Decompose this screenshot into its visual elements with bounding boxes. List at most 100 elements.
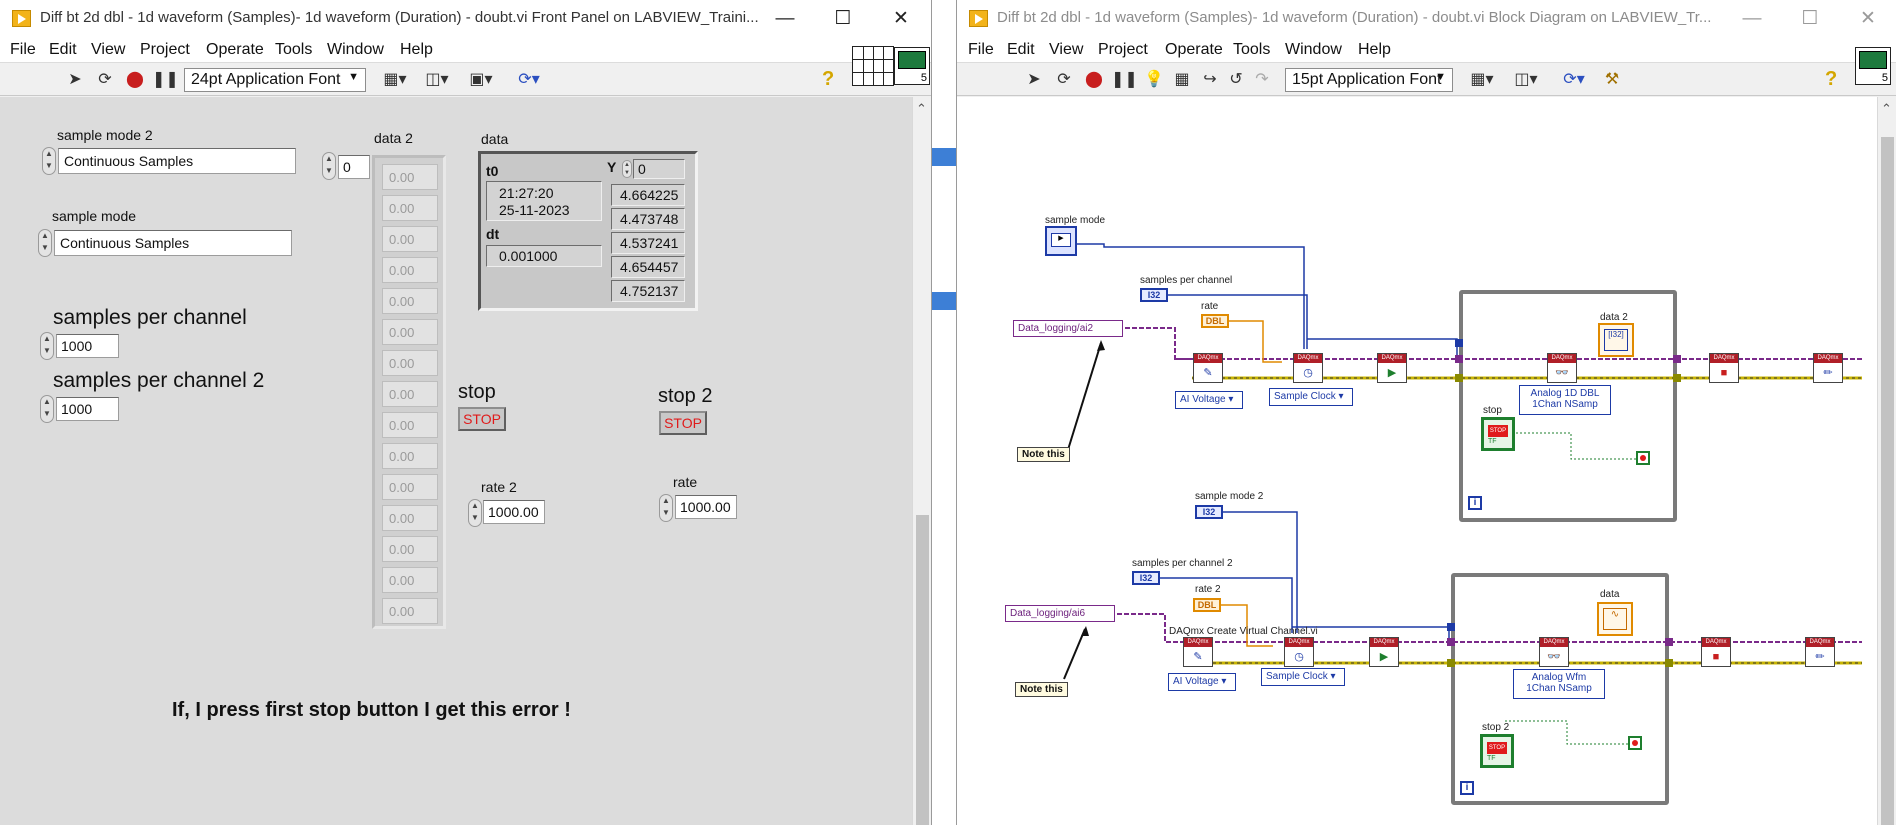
- maximize-button[interactable]: ☐: [834, 8, 852, 29]
- scroll-thumb[interactable]: [916, 515, 929, 825]
- block-diagram-vertical-scrollbar[interactable]: ⌃: [1877, 97, 1896, 825]
- font-selector[interactable]: 15pt Application Font ▼: [1285, 68, 1453, 92]
- samples-per-channel-terminal[interactable]: I32: [1140, 288, 1168, 302]
- data-waveform-indicator-terminal[interactable]: ∿: [1597, 602, 1633, 636]
- abort-icon[interactable]: ⬤: [1085, 71, 1103, 88]
- context-help-icon[interactable]: ?: [822, 68, 835, 90]
- data-2-indicator-terminal[interactable]: [I32]: [1598, 323, 1634, 357]
- menu-tools[interactable]: Tools: [275, 41, 313, 58]
- pause-icon[interactable]: ❚❚: [152, 71, 179, 88]
- y-index-increment-decrement[interactable]: ▲▼: [622, 160, 632, 178]
- loop-2-stop-condition-terminal[interactable]: [1628, 736, 1642, 750]
- step-out-icon[interactable]: ↷: [1255, 71, 1269, 88]
- loop-1-stop-condition-terminal[interactable]: [1636, 451, 1650, 465]
- daqmx-stop-task-node[interactable]: DAQmx■: [1709, 353, 1739, 383]
- run-continuously-icon[interactable]: ⟳: [98, 71, 112, 88]
- samples-per-channel-increment-decrement[interactable]: ▲▼: [40, 332, 54, 360]
- pause-icon[interactable]: ❚❚: [1111, 71, 1138, 88]
- menu-window[interactable]: Window: [1285, 41, 1342, 58]
- menu-window[interactable]: Window: [327, 41, 384, 58]
- distribute-objects-icon[interactable]: ◫▾: [425, 71, 449, 88]
- connector-pane-icon[interactable]: [852, 46, 894, 86]
- menu-operate[interactable]: Operate: [206, 41, 264, 58]
- menu-operate[interactable]: Operate: [1165, 41, 1223, 58]
- sample-mode-terminal[interactable]: ▶: [1045, 226, 1077, 256]
- vi-icon[interactable]: 5: [894, 47, 930, 85]
- rate-increment-decrement[interactable]: ▲▼: [659, 494, 673, 522]
- close-button[interactable]: ✕: [1860, 8, 1876, 29]
- retain-wire-values-icon[interactable]: ▦: [1174, 71, 1190, 88]
- data-2-index-increment-decrement[interactable]: ▲▼: [322, 152, 336, 180]
- scroll-up-icon[interactable]: ⌃: [916, 101, 927, 116]
- daqmx-timing-node[interactable]: DAQmx◷: [1293, 353, 1323, 383]
- daqmx-start-task-node[interactable]: DAQmx▶: [1369, 637, 1399, 667]
- rate-input[interactable]: 1000.00: [675, 495, 737, 519]
- sample-mode-2-terminal[interactable]: I32: [1195, 505, 1223, 519]
- physical-channel-constant[interactable]: Data_logging/ai6: [1005, 605, 1115, 622]
- while-loop-2[interactable]: [1451, 573, 1669, 805]
- maximize-button[interactable]: ☐: [1801, 8, 1819, 29]
- sample-clock-constant[interactable]: Sample Clock ▾: [1269, 388, 1353, 406]
- while-loop-1[interactable]: [1459, 290, 1677, 522]
- daqmx-clear-task-node[interactable]: DAQmx✏: [1805, 637, 1835, 667]
- samples-per-channel-2-increment-decrement[interactable]: ▲▼: [40, 395, 54, 423]
- highlight-execution-icon[interactable]: 💡: [1144, 71, 1164, 88]
- menu-help[interactable]: Help: [1358, 41, 1391, 58]
- daqmx-read-node[interactable]: DAQmx👓: [1539, 637, 1569, 667]
- sample-mode-2-increment-decrement[interactable]: ▲▼: [42, 147, 56, 175]
- data-2-index-input[interactable]: 0: [338, 155, 370, 179]
- font-selector[interactable]: 24pt Application Font ▼: [184, 68, 366, 92]
- front-panel-vertical-scrollbar[interactable]: ⌃: [912, 97, 931, 825]
- resize-objects-icon[interactable]: ▣▾: [469, 71, 493, 88]
- sample-mode-ring[interactable]: Continuous Samples: [54, 230, 292, 256]
- reorder-icon[interactable]: ⟳▾: [1563, 71, 1585, 88]
- run-arrow-icon[interactable]: ➤: [1027, 71, 1041, 88]
- abort-icon[interactable]: ⬤: [126, 71, 144, 88]
- menu-project[interactable]: Project: [140, 41, 190, 58]
- daqmx-stop-task-node[interactable]: DAQmx■: [1701, 637, 1731, 667]
- stop-2-button[interactable]: STOP: [659, 411, 707, 435]
- menu-edit[interactable]: Edit: [49, 41, 77, 58]
- context-help-icon[interactable]: ?: [1825, 68, 1838, 90]
- scroll-thumb[interactable]: [1881, 137, 1894, 825]
- rate-2-terminal[interactable]: DBL: [1193, 598, 1221, 612]
- menu-help[interactable]: Help: [400, 41, 433, 58]
- menu-tools[interactable]: Tools: [1233, 41, 1271, 58]
- align-objects-icon[interactable]: ▦▾: [383, 71, 407, 88]
- daqmx-read-polymorphic-selector[interactable]: Analog Wfm 1Chan NSamp: [1513, 669, 1605, 699]
- ai-voltage-constant[interactable]: AI Voltage ▾: [1175, 391, 1243, 409]
- menu-file[interactable]: File: [968, 41, 994, 58]
- menu-edit[interactable]: Edit: [1007, 41, 1035, 58]
- daqmx-create-channel-node[interactable]: DAQmx✎: [1183, 637, 1213, 667]
- run-continuously-icon[interactable]: ⟳: [1057, 71, 1071, 88]
- clean-up-diagram-icon[interactable]: ⚒: [1604, 71, 1620, 88]
- daqmx-clear-task-node[interactable]: DAQmx✏: [1813, 353, 1843, 383]
- menu-project[interactable]: Project: [1098, 41, 1148, 58]
- step-into-icon[interactable]: ↪: [1203, 71, 1217, 88]
- sample-mode-increment-decrement[interactable]: ▲▼: [38, 229, 52, 257]
- minimize-button[interactable]: —: [775, 8, 795, 29]
- daqmx-timing-node[interactable]: DAQmx◷: [1284, 637, 1314, 667]
- daqmx-read-polymorphic-selector[interactable]: Analog 1D DBL 1Chan NSamp: [1519, 385, 1611, 415]
- align-objects-icon[interactable]: ▦▾: [1470, 71, 1494, 88]
- ai-voltage-constant[interactable]: AI Voltage ▾: [1168, 673, 1236, 691]
- close-button[interactable]: ✕: [893, 8, 909, 29]
- samples-per-channel-2-terminal[interactable]: I32: [1132, 571, 1160, 585]
- rate-2-increment-decrement[interactable]: ▲▼: [468, 499, 482, 527]
- minimize-button[interactable]: —: [1742, 8, 1762, 29]
- rate-2-input[interactable]: 1000.00: [483, 500, 545, 524]
- distribute-objects-icon[interactable]: ◫▾: [1514, 71, 1538, 88]
- samples-per-channel-2-input[interactable]: 1000: [56, 397, 119, 421]
- menu-view[interactable]: View: [91, 41, 126, 58]
- vi-icon[interactable]: 5: [1855, 47, 1891, 85]
- menu-view[interactable]: View: [1049, 41, 1084, 58]
- menu-file[interactable]: File: [10, 41, 36, 58]
- daqmx-create-channel-node[interactable]: DAQmx✎: [1193, 353, 1223, 383]
- y-index-input[interactable]: 0: [633, 159, 685, 179]
- stop-button[interactable]: STOP: [458, 407, 506, 431]
- sample-mode-2-ring[interactable]: Continuous Samples: [58, 148, 296, 174]
- sample-clock-constant[interactable]: Sample Clock ▾: [1261, 668, 1345, 686]
- samples-per-channel-input[interactable]: 1000: [56, 334, 119, 358]
